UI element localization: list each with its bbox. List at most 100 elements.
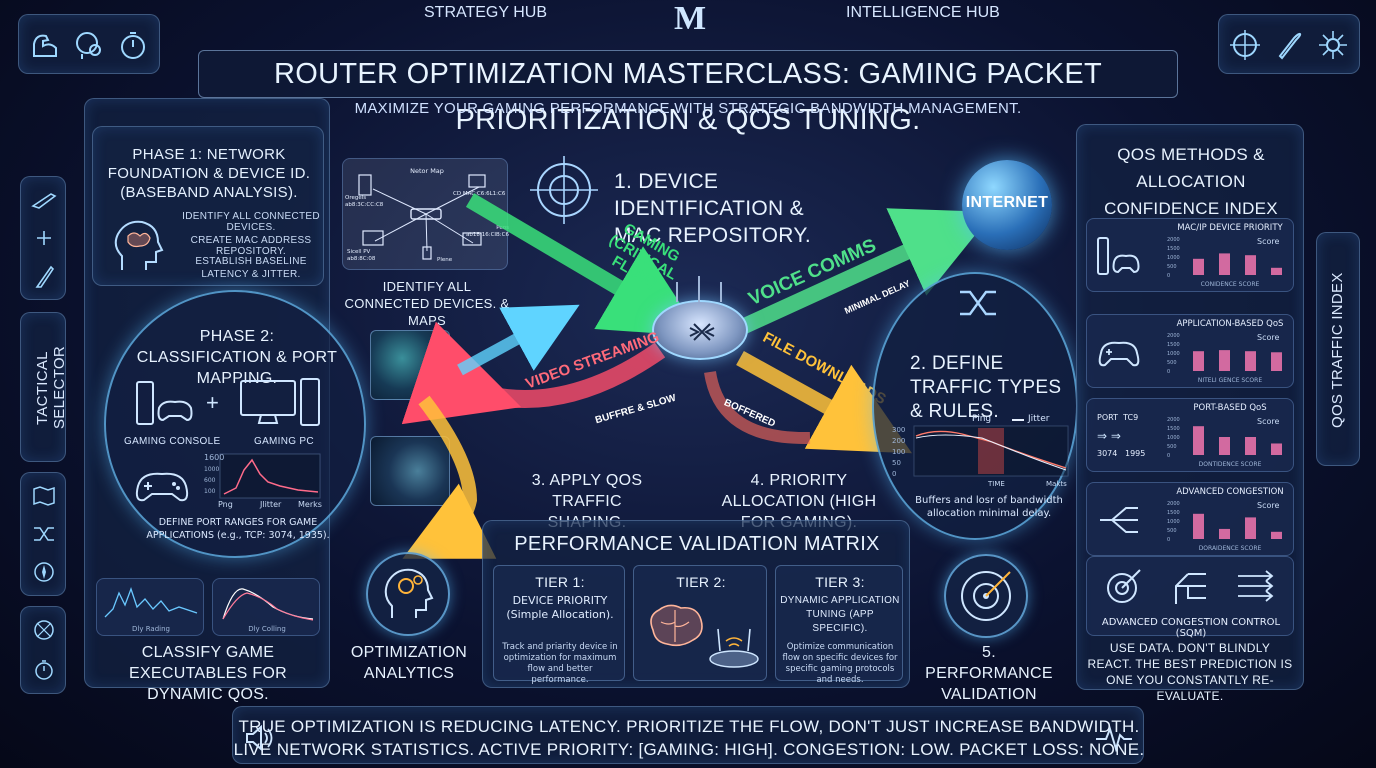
globe-cross-icon[interactable] xyxy=(27,615,61,645)
compass-icon[interactable] xyxy=(27,557,61,587)
downloads-flow-arrow xyxy=(736,351,912,454)
rifle-icon[interactable] xyxy=(27,185,61,215)
crosshair-icon[interactable] xyxy=(1225,23,1265,67)
qos-card-port-ports: PORT TC9 xyxy=(1097,413,1139,422)
tier3-description: Optimize communication flow on specific … xyxy=(782,642,898,685)
step2-title: 2. DEFINE TRAFFIC TYPES & RULES. xyxy=(910,353,1062,422)
stopwatch-icon[interactable] xyxy=(113,23,153,67)
brain-icon xyxy=(640,596,710,656)
qos-axis-label: 1500 xyxy=(1167,426,1180,432)
qos-title: QoS METHODS & ALLOCATION CONFIDENCE INDE… xyxy=(1104,145,1278,218)
qos-card-app-footer: NITELI GENCE SCORE xyxy=(1197,377,1263,384)
gaming-console-icon xyxy=(132,376,200,430)
qos-card-congestion-score: Score xyxy=(1257,501,1280,510)
phase1-title: PHASE 1: NETWORK FOUNDATION & DEVICE ID.… xyxy=(107,146,311,201)
qos-bar xyxy=(1271,531,1282,539)
qos-bar xyxy=(1271,267,1282,275)
step2-xlabel-time: TIME xyxy=(988,480,1005,488)
matrix-title: PERFORMANCE VALIDATION MATRIX xyxy=(514,533,880,555)
qos-axis-label: 2000 xyxy=(1167,237,1180,243)
phase1-item-3: ESTABLISH BASELINE LATENCY & JITTER. xyxy=(195,256,307,280)
plus-icon[interactable] xyxy=(27,223,61,253)
left-rail-extra xyxy=(20,606,66,694)
qos-bar xyxy=(1193,351,1204,371)
footer-bar: TRUE OPTIMIZATION IS REDUCING LATENCY. P… xyxy=(232,706,1144,764)
left-rail-maps xyxy=(20,472,66,596)
buffered-flow-arrow xyxy=(704,370,811,445)
tab-intelligence-hub[interactable]: INTELLIGENCE HUB xyxy=(846,4,1000,21)
phase2-circle: PHASE 2: CLASSIFICATION & PORT MAPPING. … xyxy=(104,290,366,558)
qos-axis-label: 2000 xyxy=(1167,501,1180,507)
netmap-node-4: Sicell PV ab8:8C:08 xyxy=(347,249,376,262)
bullet-icon[interactable] xyxy=(1269,23,1309,67)
qos-axis-label: 1000 xyxy=(1167,351,1180,357)
wifi-router-icon xyxy=(704,618,764,674)
voice-flow-arrow xyxy=(736,208,994,336)
shuffle-icon[interactable] xyxy=(27,519,61,549)
qos-bar xyxy=(1245,255,1256,275)
internet-globe-icon[interactable]: INTERNET xyxy=(962,160,1052,250)
qos-axis-label: 1000 xyxy=(1167,255,1180,261)
router-icon[interactable] xyxy=(652,300,748,360)
speaker-icon[interactable] xyxy=(240,720,280,756)
tier2-card[interactable]: TIER 2: xyxy=(633,565,767,681)
phase2-footer: DEFINE PORT RANGES FOR GAME APPLICATIONS… xyxy=(146,517,330,541)
qos-card-mac-name: MAC/IP DEVICE PRIORITY xyxy=(1177,223,1283,233)
brain-gears-icon[interactable] xyxy=(69,23,109,67)
knife-icon[interactable] xyxy=(27,261,61,291)
jitter-legend: Jitter xyxy=(1028,414,1050,424)
sqm-title: ADVANCED CONGESTION CONTROL (SQM) xyxy=(1101,617,1281,639)
qos-card-port-numbers: 3074 1995 xyxy=(1097,449,1146,458)
tier3-card[interactable]: TIER 3: DYNAMIC APPLICATION TUNING (App … xyxy=(775,565,903,685)
qos-axis-label: 2000 xyxy=(1167,417,1180,423)
step2-axis-2: 200 xyxy=(892,437,905,445)
qos-axis-label: 500 xyxy=(1167,444,1177,450)
qos-bar xyxy=(1219,253,1230,275)
validation-target-icon[interactable] xyxy=(944,554,1028,638)
qos-bar xyxy=(1193,258,1204,275)
phase1-item-1: IDENTIFY ALL CONNECTED DEVICES. xyxy=(182,211,320,233)
strength-arm-icon[interactable] xyxy=(25,23,65,67)
qos-bar xyxy=(1193,426,1204,455)
daily-colling-caption: Dly Colling xyxy=(248,625,286,633)
qos-card-port[interactable]: PORT TC9 ⇒ ⇒ 3074 1995 PORT-BASED QoS Sc… xyxy=(1086,398,1294,472)
qos-axis-label: 0 xyxy=(1167,273,1170,279)
step2-axis-3: 100 xyxy=(892,448,905,456)
phase2-chart-label-3: Merks xyxy=(298,500,322,509)
timer-icon[interactable] xyxy=(27,655,61,685)
qos-card-mac-score: Score xyxy=(1257,237,1280,246)
tier2-title: TIER 2: xyxy=(676,574,726,590)
analytics-icon[interactable] xyxy=(366,552,450,636)
burst-icon[interactable] xyxy=(1313,23,1353,67)
footer-line-1: TRUE OPTIMIZATION IS REDUCING LATENCY. P… xyxy=(238,717,1140,736)
sqm-card[interactable]: ADVANCED CONGESTION CONTROL (SQM) xyxy=(1086,556,1294,639)
netmap-node-1: Oregels ab8:3C:CC:C8 xyxy=(345,195,384,208)
target-arrow-icon xyxy=(1099,563,1149,609)
qos-bar xyxy=(1219,437,1230,455)
brain-head-icon xyxy=(105,213,169,277)
qos-axis-label: 1500 xyxy=(1167,510,1180,516)
traffic-rules-icon xyxy=(954,280,1004,326)
gaming-pc-icon xyxy=(236,374,326,430)
congestion-split-icon xyxy=(1093,495,1145,545)
qos-axis-label: 1000 xyxy=(1167,519,1180,525)
left-rail-label-box: TACTICAL SELECTOR xyxy=(20,312,68,462)
router-antenna-1 xyxy=(676,282,678,302)
target-scope-icon xyxy=(524,150,604,230)
tier3-subtitle: DYNAMIC APPLICATION TUNING (App Specific… xyxy=(780,595,900,634)
tier1-title: TIER 1: xyxy=(535,574,585,590)
tier1-card[interactable]: TIER 1: DEVICE PRIORITY (Simple Allocati… xyxy=(493,565,625,685)
tab-strategy-hub[interactable]: STRATEGY HUB xyxy=(424,4,547,21)
logo: M xyxy=(673,0,707,37)
internet-label: INTERNET xyxy=(965,194,1049,211)
map-icon[interactable] xyxy=(27,481,61,511)
heartbeat-icon[interactable] xyxy=(1092,720,1136,756)
qos-bar xyxy=(1245,351,1256,371)
jitter-legend-swatch xyxy=(1012,419,1024,421)
phase2-axis-3: 600 xyxy=(204,477,216,484)
